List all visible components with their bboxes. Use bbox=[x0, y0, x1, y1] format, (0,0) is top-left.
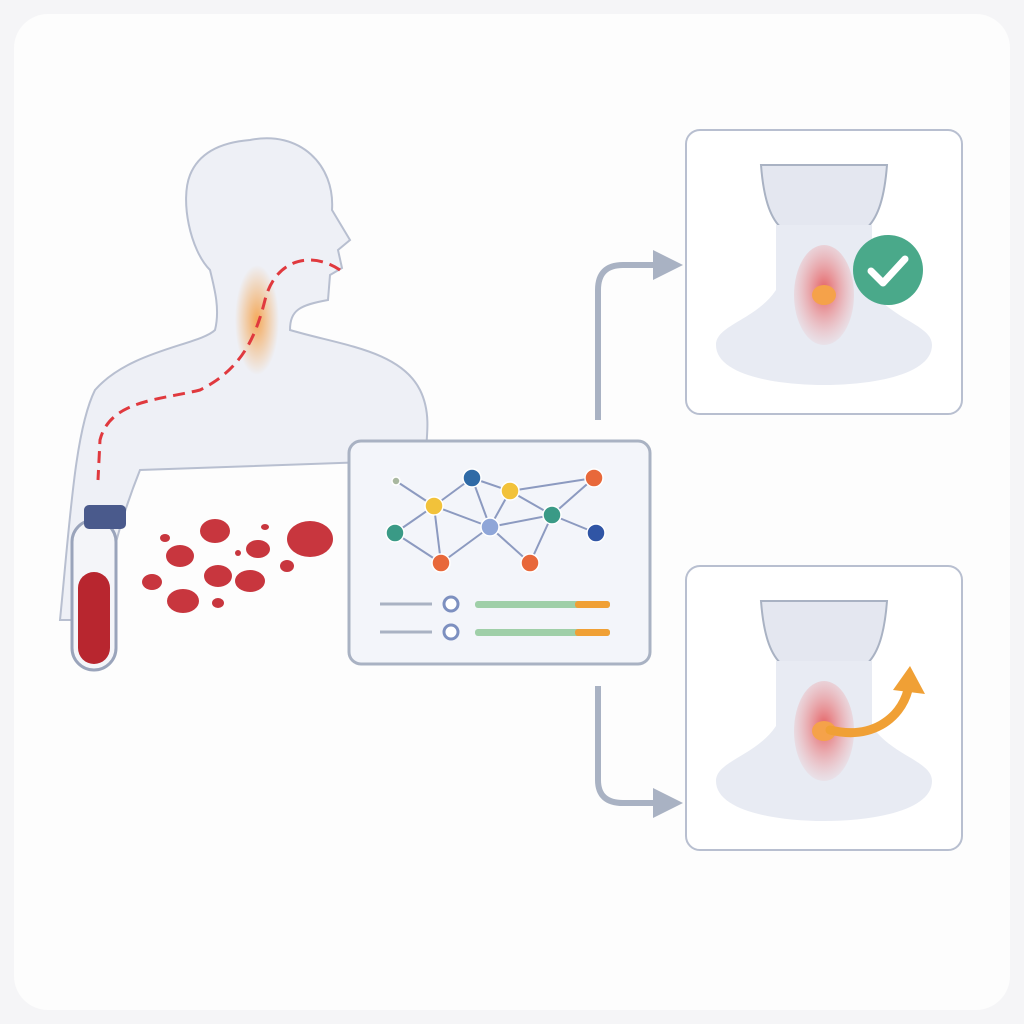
network-node bbox=[462, 468, 482, 488]
blood-cell bbox=[246, 540, 270, 558]
network-node bbox=[520, 553, 540, 573]
arrow-to-negative-outcome bbox=[595, 686, 683, 818]
dashed-pathway bbox=[96, 258, 341, 481]
network-edge bbox=[433, 505, 491, 528]
network-node bbox=[431, 553, 451, 573]
slider-handle[interactable] bbox=[442, 595, 460, 613]
analysis-panel bbox=[347, 439, 652, 666]
network-edge bbox=[489, 514, 553, 528]
network-node bbox=[424, 496, 444, 516]
blood-cell bbox=[280, 560, 294, 572]
blood-cell bbox=[235, 570, 265, 592]
slider-handle[interactable] bbox=[442, 623, 460, 641]
negative-outcome-panel bbox=[685, 565, 963, 851]
network-node bbox=[391, 476, 401, 486]
network-node bbox=[542, 505, 562, 525]
curved-arrow-icon bbox=[825, 666, 925, 738]
check-circle-icon bbox=[853, 235, 923, 305]
arrow-to-positive-outcome bbox=[595, 250, 683, 420]
blood-cell bbox=[261, 524, 269, 530]
throat-inflammation bbox=[235, 265, 279, 375]
blood-cell bbox=[200, 519, 230, 543]
blood-cell bbox=[166, 545, 194, 567]
blood-cell bbox=[287, 521, 333, 557]
blood-cell bbox=[142, 574, 162, 590]
slider-2[interactable] bbox=[380, 623, 610, 641]
blood-cell bbox=[235, 550, 241, 556]
network-node bbox=[385, 523, 405, 543]
blood-tube-icon bbox=[70, 505, 126, 672]
network-graph-icon bbox=[385, 468, 606, 573]
blood-cell bbox=[212, 598, 224, 608]
lesion-core bbox=[812, 285, 836, 305]
blood-cell bbox=[204, 565, 232, 587]
network-edge bbox=[509, 477, 595, 492]
blood-cell bbox=[160, 534, 170, 542]
network-node bbox=[584, 468, 604, 488]
blood-cells bbox=[142, 519, 333, 613]
positive-outcome-panel bbox=[685, 129, 963, 415]
network-node bbox=[500, 481, 520, 501]
network-node bbox=[586, 523, 606, 543]
network-node bbox=[480, 517, 500, 537]
network-edge bbox=[440, 526, 491, 564]
slider-1[interactable] bbox=[380, 595, 610, 613]
blood-cell bbox=[167, 589, 199, 613]
